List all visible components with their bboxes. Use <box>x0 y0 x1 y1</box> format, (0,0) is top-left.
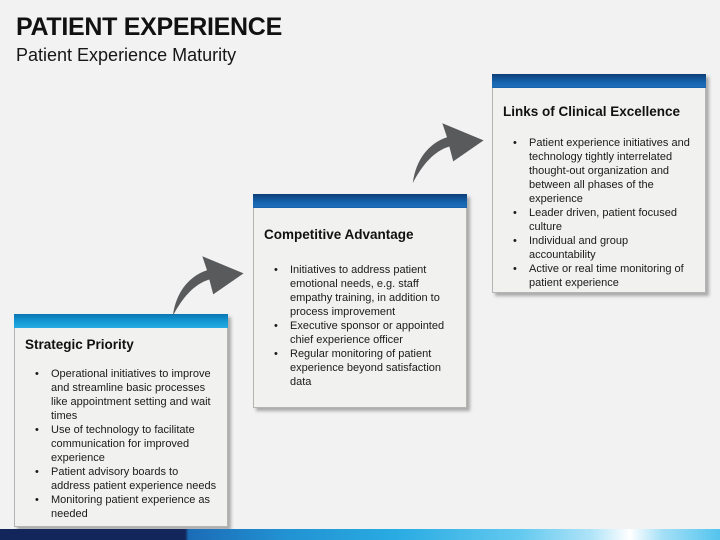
bullet-item: Monitoring patient experience as needed <box>25 493 217 521</box>
bullet-item: Operational initiatives to improve and s… <box>25 367 217 423</box>
bullet-item: Use of technology to facilitate communic… <box>25 423 217 465</box>
stage-title-3: Links of Clinical Excellence <box>503 104 681 119</box>
bullet-item: Initiatives to address patient emotional… <box>264 263 456 319</box>
bullet-list-3: Patient experience initiatives and techn… <box>503 136 695 290</box>
bullet-item: Active or real time monitoring of patien… <box>503 262 695 290</box>
stage-title-1: Strategic Priority <box>25 337 134 352</box>
page-title: PATIENT EXPERIENCE <box>16 13 282 41</box>
stage-title-2: Competitive Advantage <box>264 227 414 242</box>
stage-body-1: Strategic Priority Operational initiativ… <box>14 328 228 527</box>
page-subtitle: Patient Experience Maturity <box>16 45 237 65</box>
bullet-item: Leader driven, patient focused culture <box>503 206 695 234</box>
bullet-list-1: Operational initiatives to improve and s… <box>25 367 217 521</box>
stage-bar-2 <box>253 194 467 208</box>
footer-accent-bar <box>0 529 720 540</box>
stage-box-links-of-clinical-excellence: Links of Clinical Excellence Patient exp… <box>492 74 706 293</box>
bullet-item: Patient experience initiatives and techn… <box>503 136 695 206</box>
stage-box-strategic-priority: Strategic Priority Operational initiativ… <box>14 314 228 527</box>
bullet-item: Individual and group accountability <box>503 234 695 262</box>
bullet-item: Executive sponsor or appointed chief exp… <box>264 319 456 347</box>
curved-arrow-icon <box>172 256 244 317</box>
bullet-list-2: Initiatives to address patient emotional… <box>264 263 456 389</box>
stage-bar-1 <box>14 314 228 328</box>
curved-arrow-icon <box>412 123 484 184</box>
bullet-item: Patient advisory boards to address patie… <box>25 465 217 493</box>
stage-box-competitive-advantage: Competitive Advantage Initiatives to add… <box>253 194 467 408</box>
stage-bar-3 <box>492 74 706 88</box>
stage-body-2: Competitive Advantage Initiatives to add… <box>253 208 467 408</box>
stage-body-3: Links of Clinical Excellence Patient exp… <box>492 88 706 293</box>
bullet-item: Regular monitoring of patient experience… <box>264 347 456 389</box>
